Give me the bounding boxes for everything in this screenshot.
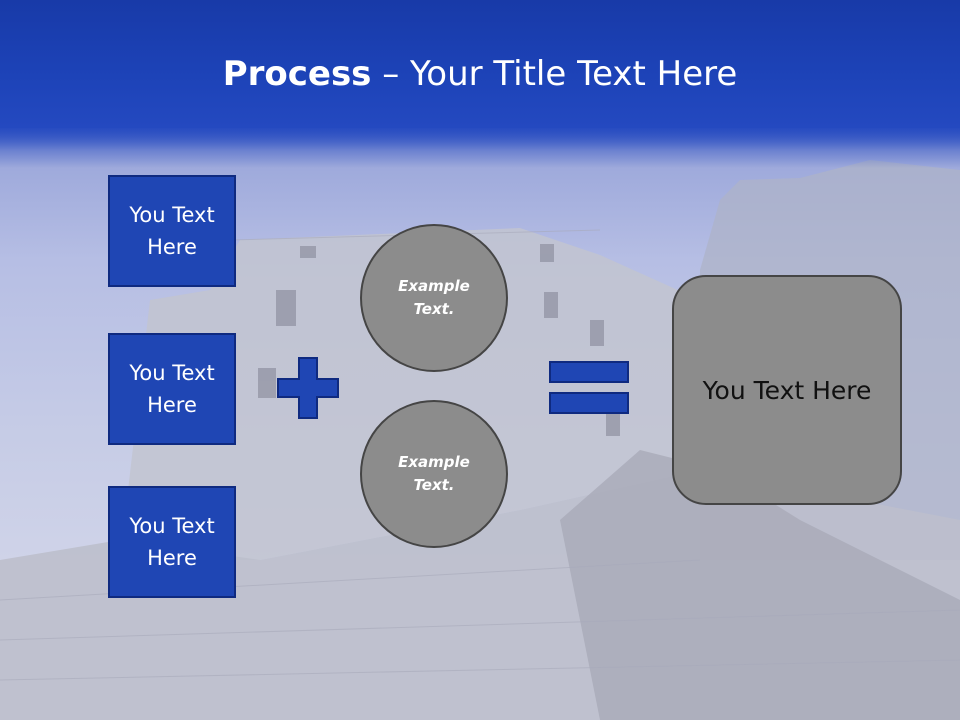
example-circle-2: Example Text. [360, 400, 508, 548]
input-box-3: You Text Here [108, 486, 236, 598]
slide-title: Process – Your Title Text Here [0, 52, 960, 96]
title-bold: Process [222, 54, 372, 94]
circle-label: Example Text. [398, 277, 470, 318]
input-box-1: You Text Here [108, 175, 236, 287]
title-fade [0, 128, 960, 168]
input-box-2: You Text Here [108, 333, 236, 445]
input-box-label: You Text Here [129, 514, 215, 570]
input-box-label: You Text Here [129, 361, 215, 417]
equals-icon [549, 361, 629, 414]
circle-label: Example Text. [398, 453, 470, 494]
input-box-label: You Text Here [129, 203, 215, 259]
result-box: You Text Here [672, 275, 902, 505]
plus-icon [277, 357, 339, 419]
title-bar [0, 0, 960, 128]
title-rest: – Your Title Text Here [371, 54, 738, 94]
example-circle-1: Example Text. [360, 224, 508, 372]
result-label: You Text Here [702, 375, 872, 405]
